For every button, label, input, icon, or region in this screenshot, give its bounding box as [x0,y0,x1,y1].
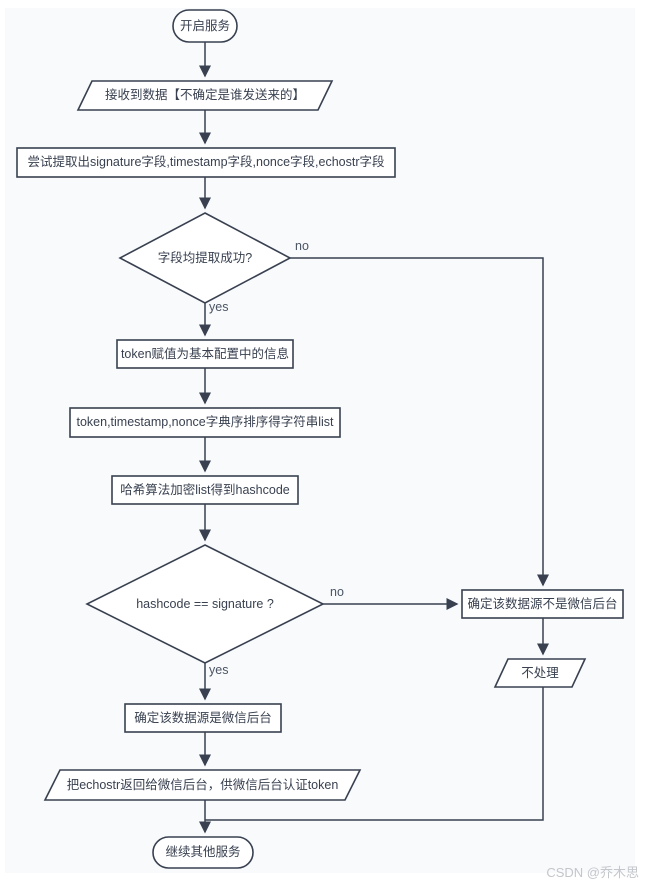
token-assign-process-shape [116,339,294,369]
hash-process-shape [111,475,299,505]
edge-checkfields-no [290,257,549,587]
check-fields-decision-shape [118,212,292,304]
ignore-parallelogram-shape [493,658,587,688]
sort-list-process-shape [69,407,341,438]
end-terminator-shape [152,836,254,869]
receive-parallelogram-shape [76,80,334,111]
check-hash-decision-shape [85,544,325,664]
extract-process-shape [16,147,396,178]
start-terminator-shape [172,9,238,43]
return-echostr-parallelogram-shape [43,769,362,801]
edge-ignore-merge [205,687,544,821]
confirm-not-wechat-process-shape [461,589,624,619]
confirm-wechat-process-shape [124,703,282,733]
